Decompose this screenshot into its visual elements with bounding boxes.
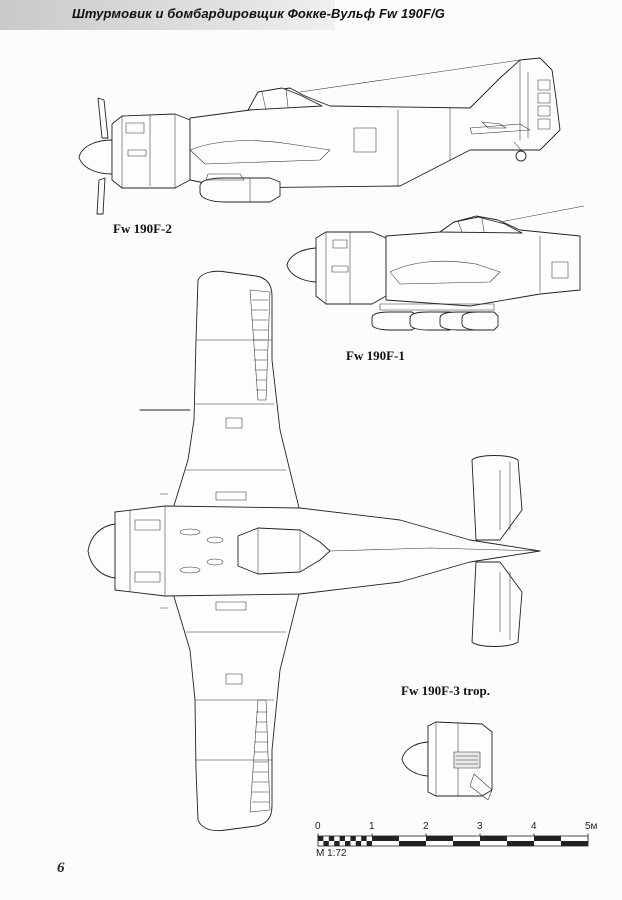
page-header-title: Штурмовик и бомбардировщик Фокке-Вульф F… <box>72 6 445 21</box>
scale-tick-3: 3 <box>477 821 483 832</box>
label-fw190f-2: Fw 190F-2 <box>113 221 172 236</box>
header-band <box>0 0 335 30</box>
scale-tick-4: 4 <box>531 821 537 832</box>
tropical-filter-detail-drawing <box>401 721 493 801</box>
scale-tick-0: 0 <box>315 821 321 832</box>
label-fw190f-1: Fw 190F-1 <box>346 348 405 363</box>
side-view-f1-drawing <box>286 205 585 331</box>
label-fw190f-3-trop: Fw 190F-3 trop. <box>401 683 490 698</box>
scale-bar <box>317 833 589 847</box>
scale-tick-1: 1 <box>369 821 375 832</box>
scale-tick-2: 2 <box>423 821 429 832</box>
scale-ratio: М 1:72 <box>316 848 347 859</box>
page-number: 6 <box>57 860 65 876</box>
upper-aileron-ribs <box>249 289 271 401</box>
top-view-f3-trop-drawing <box>87 270 541 832</box>
scale-tick-5: 5м <box>585 821 598 832</box>
side-view-f2-drawing <box>78 57 561 215</box>
